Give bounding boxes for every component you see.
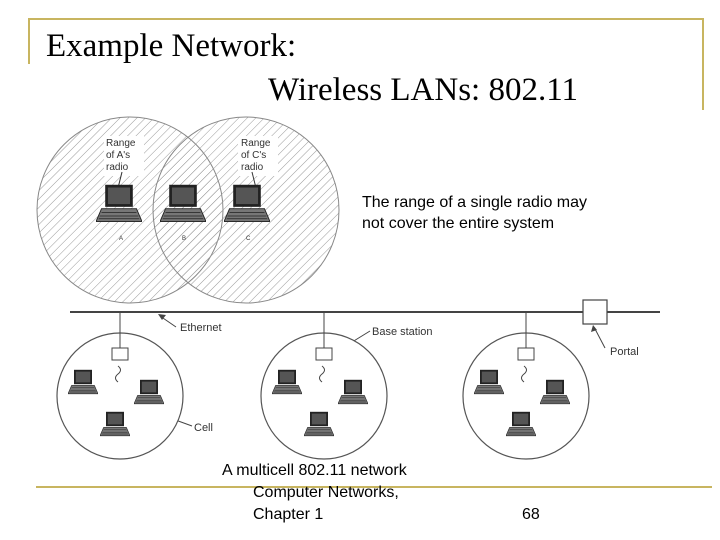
ethernet-label: Ethernet	[180, 322, 222, 334]
range-c-label-line2: of C's	[241, 150, 266, 161]
cell-label: Cell	[194, 422, 213, 434]
cell-3	[462, 312, 590, 460]
range-note-line1: The range of a single radio may	[362, 194, 588, 211]
range-c-label-bg	[238, 136, 278, 176]
range-a-label-line2: of A's	[106, 150, 130, 161]
portal-pointer	[593, 326, 606, 349]
range-c-label-line1: Range	[241, 138, 271, 149]
footer-divider	[36, 486, 712, 488]
range-note: The range of a single radio may not cove…	[362, 192, 652, 234]
base-station-label: Base station	[372, 326, 433, 338]
range-a-label-line1: Range	[106, 138, 136, 149]
footer-chapter: Chapter 1	[253, 506, 324, 523]
station-a-label: A	[119, 236, 123, 242]
range-c-label-line3: radio	[241, 162, 264, 173]
base-station-1-icon	[111, 347, 129, 361]
slide-title-line2: Wireless LANs: 802.11	[268, 72, 578, 108]
left-border-line	[28, 18, 30, 64]
page-number: 68	[522, 506, 540, 523]
figure-caption: A multicell 802.11 network	[222, 462, 407, 479]
range-note-line2: not cover the entire system	[362, 215, 555, 232]
top-right-border-line	[702, 18, 704, 110]
single-radio-figure: Range of A's radio Range of C's radio A …	[36, 116, 340, 304]
footer-course: Computer Networks,	[253, 484, 399, 501]
slide-title-line1: Example Network:	[46, 28, 297, 64]
range-a-label-bg	[104, 136, 144, 176]
station-b-label: B	[182, 236, 186, 242]
base-station-3-icon	[517, 347, 535, 361]
multicell-figure: Portal Ethernet Base station Cell	[56, 299, 660, 460]
portal-label: Portal	[610, 346, 639, 358]
top-border-line	[28, 18, 704, 20]
base-station-2-icon	[315, 347, 333, 361]
portal-box	[582, 299, 608, 325]
station-c-label: C	[246, 236, 251, 242]
cell-2	[260, 312, 388, 460]
cell-1	[56, 312, 184, 460]
range-a-label-line3: radio	[106, 162, 129, 173]
